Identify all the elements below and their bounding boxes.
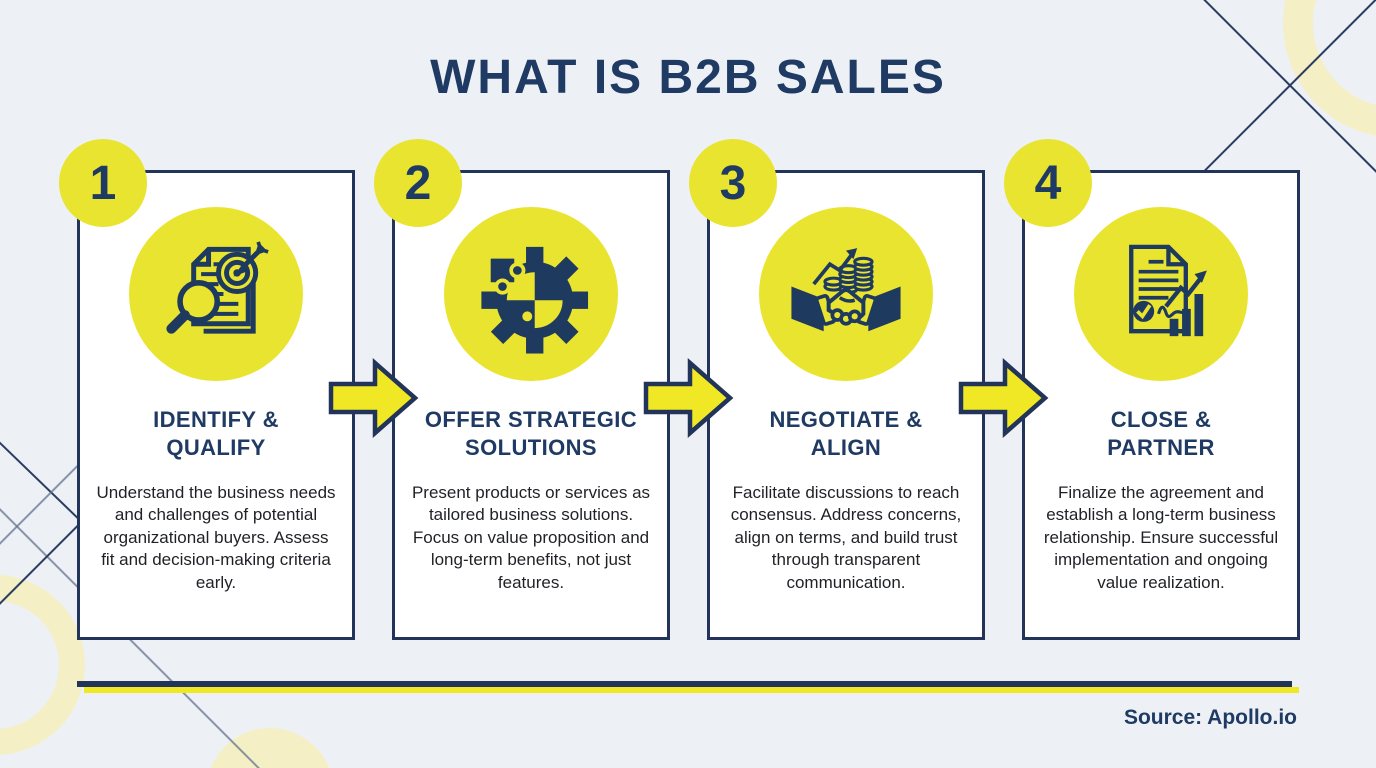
search-target-document-icon xyxy=(166,241,269,334)
contract-growth-icon xyxy=(1129,244,1207,337)
step4-icon-circle xyxy=(1074,207,1248,381)
step1-icon-circle xyxy=(129,207,303,381)
step2-number-badge: 2 xyxy=(374,139,462,227)
right-arrow-icon xyxy=(643,358,734,438)
gear-puzzle-icon xyxy=(481,246,589,354)
step3-icon-circle xyxy=(759,207,933,381)
step1-heading: IDENTIFY & QUALIFY xyxy=(153,407,279,460)
footer-rule-navy xyxy=(77,681,1292,687)
step-card-offer-solutions: OFFER STRATEGIC SOLUTIONS Present produc… xyxy=(392,170,670,640)
footer-rule-yellow xyxy=(84,687,1299,693)
step1-number-badge: 1 xyxy=(59,139,147,227)
step3-heading: NEGOTIATE & ALIGN xyxy=(769,407,923,460)
source-attribution: Source: Apollo.io xyxy=(1123,706,1297,729)
step3-number-badge: 3 xyxy=(689,139,777,227)
step-card-negotiate-align: NEGOTIATE & ALIGN Facilitate discussions… xyxy=(707,170,985,640)
step-card-identify-qualify: IDENTIFY & QUALIFY Understand the busine… xyxy=(77,170,355,640)
step4-description: Finalize the agreement and establish a l… xyxy=(1043,483,1279,592)
handshake-growth-icon xyxy=(791,248,901,332)
step2-description: Present products or services as tailored… xyxy=(411,483,651,592)
right-arrow-icon xyxy=(328,358,419,438)
step1-description: Understand the business needs and challe… xyxy=(96,483,336,592)
step3-description: Facilitate discussions to reach consensu… xyxy=(730,483,962,592)
step2-heading: OFFER STRATEGIC SOLUTIONS xyxy=(424,407,638,460)
step4-number-badge: 4 xyxy=(1004,139,1092,227)
step-card-close-partner: CLOSE & PARTNER Finalize the agreement a… xyxy=(1022,170,1300,640)
page-title: WHAT IS B2B SALES xyxy=(430,51,946,104)
step2-icon-circle xyxy=(444,207,618,381)
step4-heading: CLOSE & PARTNER xyxy=(1107,407,1215,460)
right-arrow-icon xyxy=(958,358,1049,438)
ring-decor xyxy=(0,575,85,755)
